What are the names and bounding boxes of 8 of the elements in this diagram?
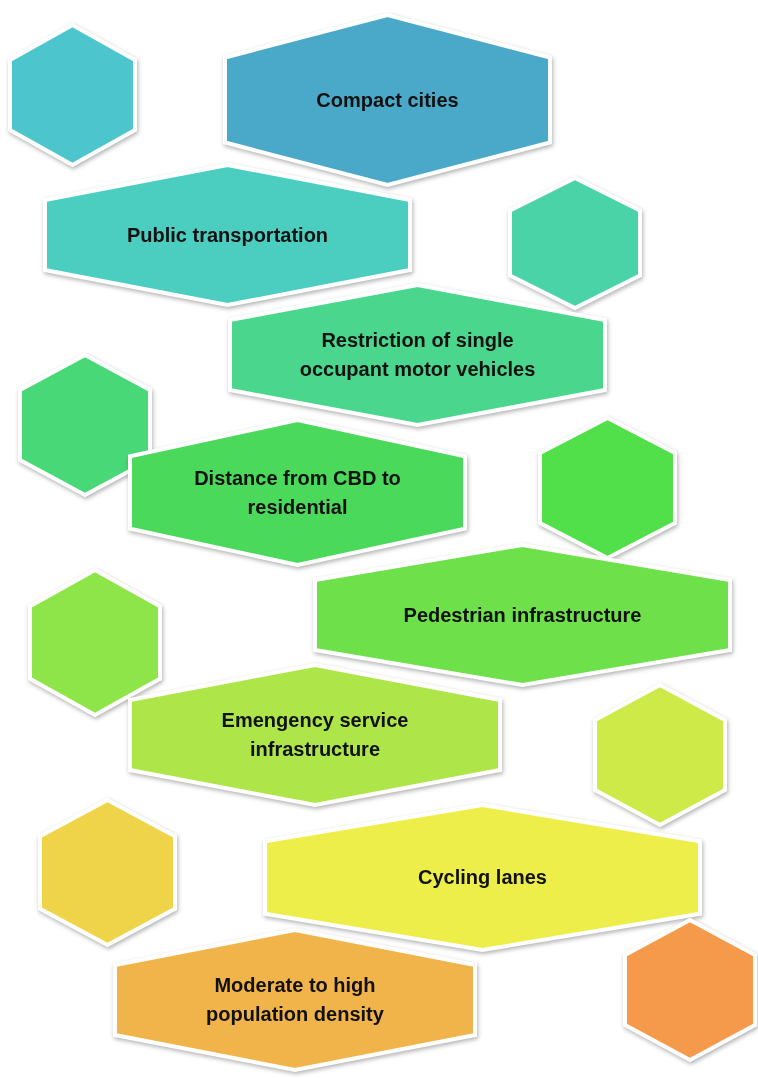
node-label: Cycling lanes xyxy=(418,865,547,890)
node-label: Pedestrian infrastructure xyxy=(403,602,642,628)
node-label: Moderate to high population density xyxy=(205,973,385,1027)
node-label: Distance from CBD to residential xyxy=(193,465,402,520)
node-label: Compact cities xyxy=(316,87,459,113)
node-label: Restriction of single occupant motor vehicles xyxy=(298,328,537,382)
node-label: Emengency service infrastructure xyxy=(220,708,410,762)
node-label: Public transportation xyxy=(126,222,329,248)
